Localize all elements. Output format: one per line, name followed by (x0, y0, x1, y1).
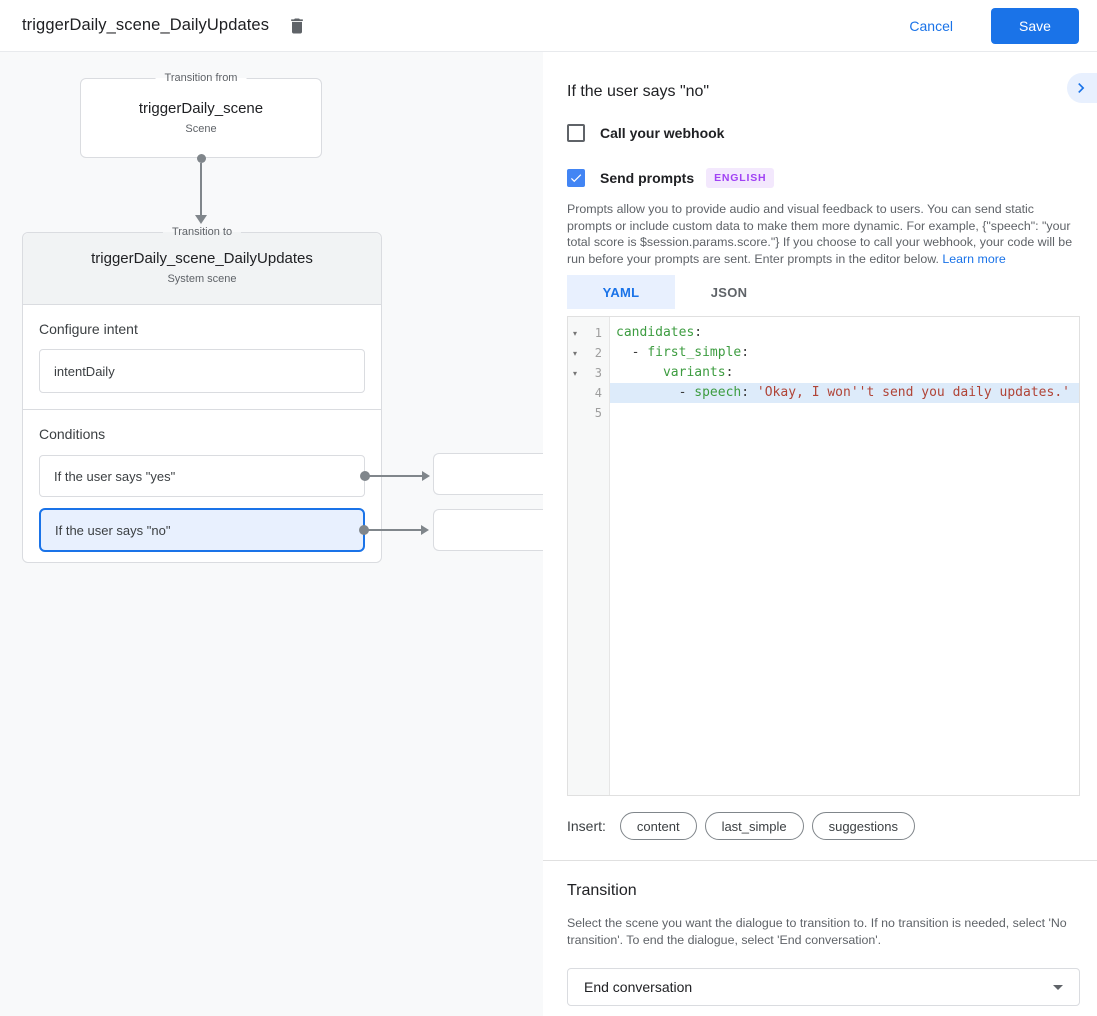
insert-chip-content[interactable]: content (619, 812, 697, 840)
gutter-line: 4 (568, 383, 609, 403)
transition-to-node[interactable]: Transition to triggerDaily_scene_DailyUp… (22, 226, 430, 563)
insert-chip-suggestions[interactable]: suggestions (811, 812, 915, 840)
code-token-plain: : (741, 385, 757, 400)
arrow-right-icon (368, 471, 430, 481)
card-divider (23, 409, 381, 410)
condition-label: If the user says "yes" (54, 468, 176, 484)
line-number: 1 (594, 326, 602, 340)
connector-dot (196, 154, 206, 163)
scene-card-header: triggerDaily_scene_DailyUpdates System s… (23, 233, 381, 305)
prompts-option: Send prompts ENGLISH (567, 168, 1080, 188)
save-button[interactable]: Save (991, 7, 1079, 44)
insert-label: Insert: (567, 818, 606, 834)
transition-selected-value: End conversation (584, 979, 693, 995)
collapse-panel-button[interactable] (1067, 73, 1097, 103)
connector-dot (360, 471, 370, 481)
line-number: 5 (594, 406, 602, 420)
webhook-option: Call your webhook (567, 123, 1080, 143)
tab-yaml[interactable]: YAML (567, 275, 675, 309)
code-token-key: first_simple (647, 345, 742, 360)
insert-chip-last-simple[interactable]: last_simple (704, 812, 804, 840)
intent-item[interactable]: intentDaily (39, 349, 365, 393)
fold-triangle-down-icon[interactable]: ▾ (573, 368, 578, 378)
conditions-label: Conditions (39, 426, 106, 442)
line-number: 2 (594, 346, 602, 360)
arrow-right-icon (367, 525, 429, 535)
condition-target-node[interactable] (433, 453, 543, 495)
condition-details-panel: If the user says "no" Call your webhook … (543, 52, 1097, 1016)
call-webhook-label: Call your webhook (600, 125, 725, 141)
to-scene-name: triggerDaily_scene_DailyUpdates (91, 250, 313, 267)
prompts-description: Prompts allow you to provide audio and v… (567, 202, 1073, 266)
scene-card-body: Configure intent intentDaily Conditions … (23, 319, 430, 562)
from-scene-name: triggerDaily_scene (138, 100, 264, 117)
transition-from-legend: Transition from (155, 72, 247, 84)
cancel-button[interactable]: Cancel (903, 17, 959, 35)
line-number: 4 (594, 386, 602, 400)
transition-description: Select the scene you want the dialogue t… (567, 916, 1067, 947)
code-line[interactable]: candidates: (610, 323, 1079, 343)
code-token-plain: : (741, 345, 750, 360)
send-prompts-label: Send prompts (600, 170, 695, 186)
editor-format-tabs: YAML JSON (567, 275, 1080, 309)
transition-to-legend: Transition to (162, 226, 242, 238)
learn-more-link[interactable]: Learn more (942, 251, 1006, 266)
gutter-line: ▾2 (568, 343, 609, 363)
code-line[interactable] (610, 403, 1079, 423)
panel-title: If the user says "no" (567, 83, 710, 100)
section-divider (543, 860, 1097, 861)
language-badge: ENGLISH (706, 168, 775, 188)
caret-down-icon (1053, 984, 1063, 990)
send-prompts-checkbox[interactable] (567, 169, 585, 187)
code-line[interactable]: - first_simple: (610, 343, 1079, 363)
transition-section-title: Transition (567, 882, 637, 899)
gutter-line: ▾3 (568, 363, 609, 383)
gutter-line: 5 (568, 403, 609, 423)
transition-from-node[interactable]: Transition from triggerDaily_scene Scene (80, 72, 322, 158)
code-token-plain (616, 365, 663, 380)
check-icon (569, 171, 583, 185)
trash-icon (287, 16, 307, 36)
code-line-active[interactable]: - speech: 'Okay, I won''t send you daily… (610, 383, 1079, 403)
gutter-line: ▾1 (568, 323, 609, 343)
code-token-plain: : (725, 365, 734, 380)
fold-triangle-down-icon[interactable]: ▾ (573, 348, 578, 358)
to-scene-type: System scene (167, 273, 237, 285)
page-title: triggerDaily_scene_DailyUpdates (22, 16, 270, 34)
code-token-plain: - (616, 385, 695, 400)
arrowhead-down-icon (195, 215, 207, 224)
scene-flow-canvas: Transition from triggerDaily_scene Scene… (0, 52, 543, 1016)
call-webhook-checkbox[interactable] (567, 124, 585, 142)
code-token-key: speech (694, 385, 742, 400)
configure-intent-label: Configure intent (39, 321, 138, 337)
top-bar: triggerDaily_scene_DailyUpdates Cancel S… (0, 0, 1097, 52)
condition-label: If the user says "no" (55, 522, 171, 538)
code-token-key: candidates (616, 325, 695, 340)
code-token-key: variants (662, 365, 726, 380)
fold-triangle-down-icon[interactable]: ▾ (573, 328, 578, 338)
transition-select[interactable]: End conversation (567, 968, 1080, 1006)
condition-item-yes[interactable]: If the user says "yes" (39, 455, 430, 497)
delete-scene-button[interactable] (283, 12, 311, 40)
connector-dot (359, 525, 369, 535)
code-line[interactable]: variants: (610, 363, 1079, 383)
from-scene-type: Scene (185, 123, 217, 135)
code-token-plain: - (616, 345, 648, 360)
condition-target-node[interactable] (433, 509, 543, 551)
code-token-str: 'Okay, I won''t send you daily updates.' (756, 385, 1070, 400)
line-number: 3 (594, 366, 602, 380)
chevron-right-icon (1071, 78, 1091, 98)
intent-name: intentDaily (54, 363, 115, 379)
insert-toolbar: Insert: content last_simple suggestions (567, 812, 1080, 840)
condition-item-no[interactable]: If the user says "no" (39, 508, 429, 552)
editor-code[interactable]: candidates: - first_simple: variants: - … (610, 317, 1079, 795)
code-token-plain: : (694, 325, 703, 340)
flow-arrow-down (195, 154, 207, 224)
tab-json[interactable]: JSON (710, 284, 748, 300)
